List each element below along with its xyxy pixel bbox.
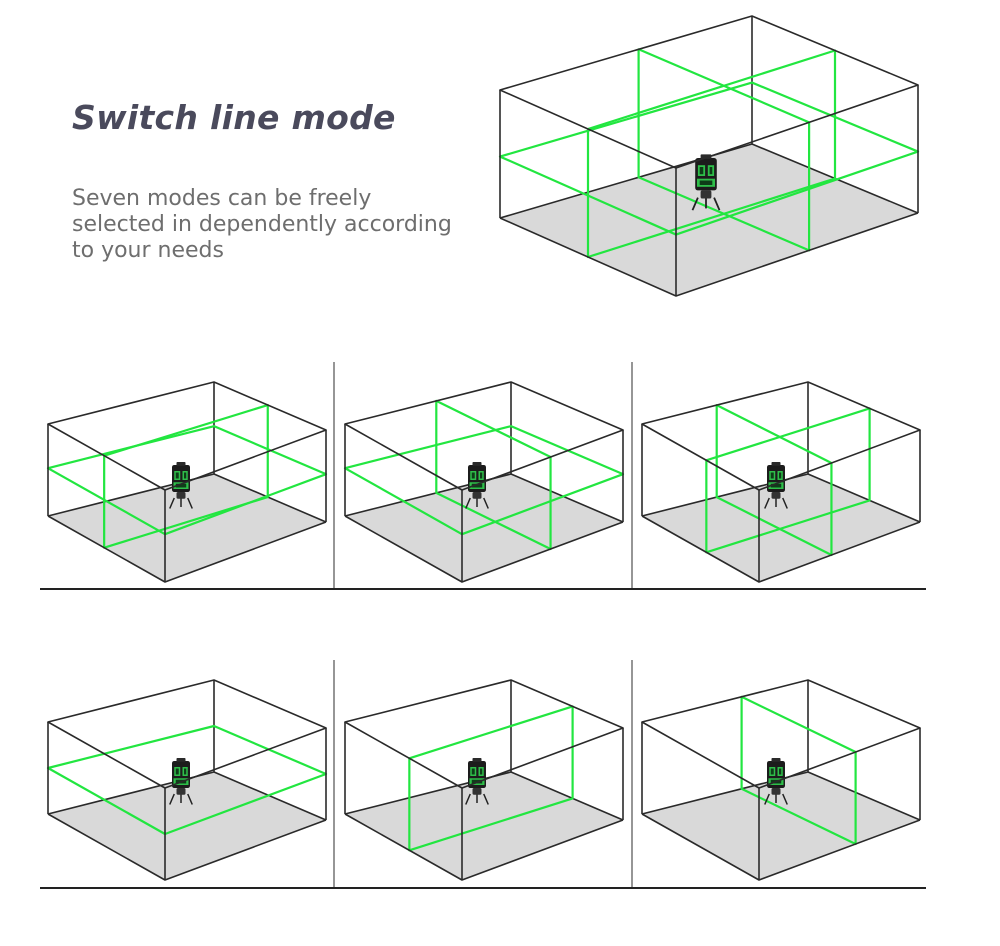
floor-shade [500,144,918,296]
room-front-floor-edge [641,813,921,881]
laser-level-icon [169,461,193,510]
description-line-3: to your needs [72,238,224,263]
room-front-floor-edge [499,212,919,297]
room-front-floor-edge [641,515,921,583]
room-back-floor-edge [641,473,921,523]
mode-diagram-left-vertical-only [344,679,624,881]
mode-diagram-left-vertical-horizontal [46,381,328,583]
mode-diagram-front-vertical-only [641,679,921,881]
room-back-floor-edge [641,771,921,821]
floor-shade [642,772,920,880]
page-title: Switch line mode [72,98,396,137]
description-line-2: selected in dependently according [72,212,452,237]
room-front-floor-edge [344,813,624,881]
laser-level-icon [465,757,489,806]
room-front-floor-edge [47,813,327,881]
laser-level-icon [764,461,788,510]
laser-level-icon [691,153,721,212]
room-back-floor-edge [344,473,624,523]
vertical-laser-side [586,49,837,259]
vertical-laser-side [705,407,871,554]
room-front-floor-edge [47,515,327,583]
description-line-1: Seven modes can be freely [72,186,372,211]
mode-diagram-two-vertical [641,381,921,583]
mode-diagram-all-lines [498,15,920,297]
room-front-floor-edge [344,515,624,583]
mode-diagram-horizontal-only [46,679,328,881]
room-back-floor-edge [344,771,624,821]
room-ceiling-edge [499,15,919,169]
vertical-laser-side [103,403,269,549]
mode-diagram-front-vertical-horizontal [343,381,625,583]
vertical-laser-side [408,705,574,852]
description: Seven modes can be freely selected in de… [72,186,512,264]
